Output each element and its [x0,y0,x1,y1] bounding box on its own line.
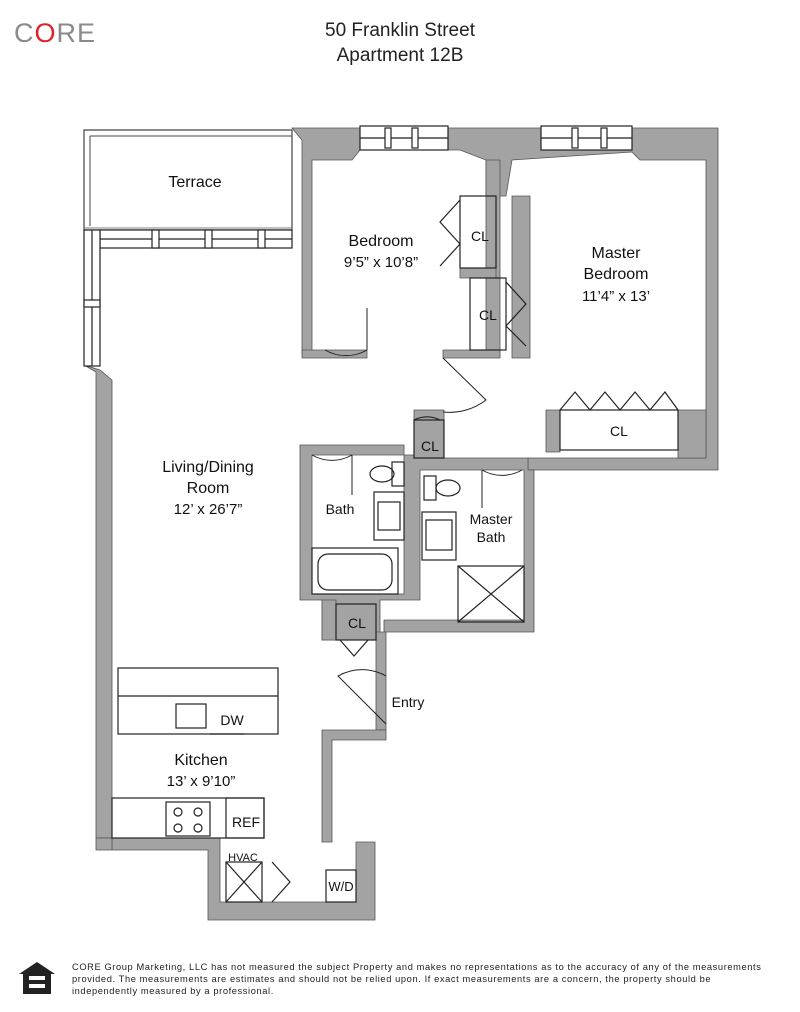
closet-master-box [469,277,507,351]
door-entry [337,669,387,725]
disclaimer-text: CORE Group Marketing, LLC has not measur… [72,962,762,996]
windows [83,125,633,367]
label-kitchen-size: 13’ x 9’10” [167,773,236,790]
label-closet-5: CL [348,615,366,631]
shower-master [457,565,525,623]
fixtures [111,195,679,903]
closet-master-long-doors [559,391,679,411]
label-wd: W/D [328,879,353,894]
label-ref: REF [232,814,260,830]
wall-master-right-notch [677,409,707,459]
kitchen-stove [165,801,211,837]
address-title: 50 Franklin Street [325,20,475,41]
wall-bedroom-top [291,127,719,471]
logo-text-o: O [34,18,57,48]
labels: Terrace Bedroom 9’5” x 10’8” CL CL Maste… [162,174,650,894]
logo-text-re: RE [56,18,97,48]
label-closet-4: CL [421,438,439,454]
label-closet-1: CL [471,228,489,244]
label-living-1: Living/Dining [162,459,254,476]
tub-bath [311,547,399,595]
sink-bath [373,491,405,541]
terrace-inner-line [89,135,292,226]
wall-bedroom-right [485,159,501,357]
kitchen-sink [175,703,207,729]
label-hvac: HVAC [228,852,258,864]
wall-closet-cl3 [321,599,337,641]
closet-entry-box [335,603,377,641]
label-master-bath-2: Bath [477,529,506,545]
unit-title: Apartment 12B [336,45,464,66]
label-kitchen: Kitchen [174,752,227,769]
wall-kitchen-left [95,837,113,851]
sink-master [421,511,457,561]
wall-bedroom-bottom2 [442,349,501,359]
closet-hall-door [413,416,441,421]
closet-bedroom-door [439,199,461,267]
label-master-2: Bedroom [584,266,649,283]
door-master [442,357,487,413]
label-terrace: Terrace [168,174,221,191]
wd-box [325,869,357,903]
closet-entry-door [339,639,369,657]
label-bedroom-size: 9’5” x 10’8” [344,254,418,271]
label-bedroom: Bedroom [349,233,414,250]
door-bath [311,454,353,495]
label-master-size: 11’4” x 13’ [582,288,650,305]
closet-bedroom-box [459,195,497,269]
label-living-size: 12’ x 26’7” [174,501,243,518]
toilet-master [435,479,461,497]
label-entry: Entry [392,694,425,710]
toilet-bath [369,465,395,483]
wall-master-closet [545,409,561,453]
door-master-bath [481,469,523,508]
label-living-2: Room [187,480,230,497]
kitchen-island [117,667,279,735]
door-bedroom [324,308,368,357]
wall-entry-lower [321,729,387,843]
kitchen-ref [225,797,265,839]
label-dw: DW [220,712,244,728]
label-master-bath-1: Master [470,511,513,527]
closet-hall-box [413,419,445,459]
logo-text-c: C [14,18,35,48]
hvac-box [225,861,263,903]
closet-master-door [505,281,527,347]
closet-master-long [559,409,679,451]
equal-housing-opportunity-icon [19,962,55,994]
label-closet-3: CL [610,423,628,439]
wall-master-left [511,195,531,359]
label-bath: Bath [326,501,355,517]
label-closet-2: CL [479,307,497,323]
hvac-door [271,861,291,903]
label-master-1: Master [592,245,642,262]
wall-closet-divider [459,267,497,279]
core-logo: CORE [14,18,96,49]
